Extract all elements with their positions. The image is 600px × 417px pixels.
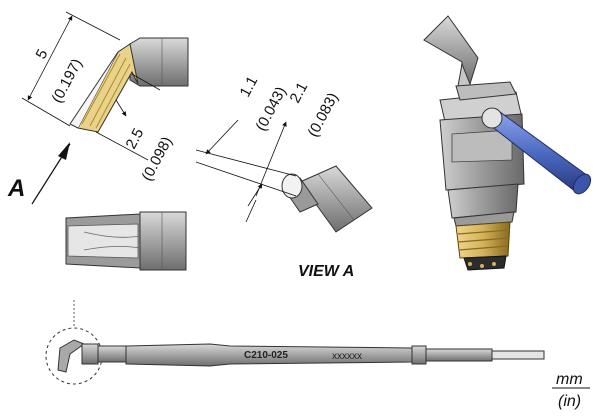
view-arrow <box>31 142 71 205</box>
view-caption: VIEW A <box>298 263 354 280</box>
units-secondary: (in) <box>558 393 581 410</box>
view-arrow-label: A <box>7 175 25 202</box>
dim-width-in: (0.098) <box>139 134 176 184</box>
tip-3d-illustration <box>423 15 592 271</box>
dim-gap-in: (0.083) <box>305 90 342 140</box>
units-primary: mm <box>556 371 583 388</box>
tip-model-label: C210-025 <box>244 350 288 361</box>
tip-code-label: xxxxxx <box>332 351 362 362</box>
dim-slot-mm: 1.1 <box>237 73 262 99</box>
tip-side-detail <box>21 11 189 161</box>
dim-length-mm: 5 <box>33 47 52 62</box>
tip-front-detail <box>65 211 187 271</box>
dim-gap-mm: 2.1 <box>287 79 312 105</box>
tip-view-a-detail <box>195 119 373 233</box>
tip-full-length <box>45 300 545 385</box>
dim-length-in: (0.197) <box>49 56 86 106</box>
